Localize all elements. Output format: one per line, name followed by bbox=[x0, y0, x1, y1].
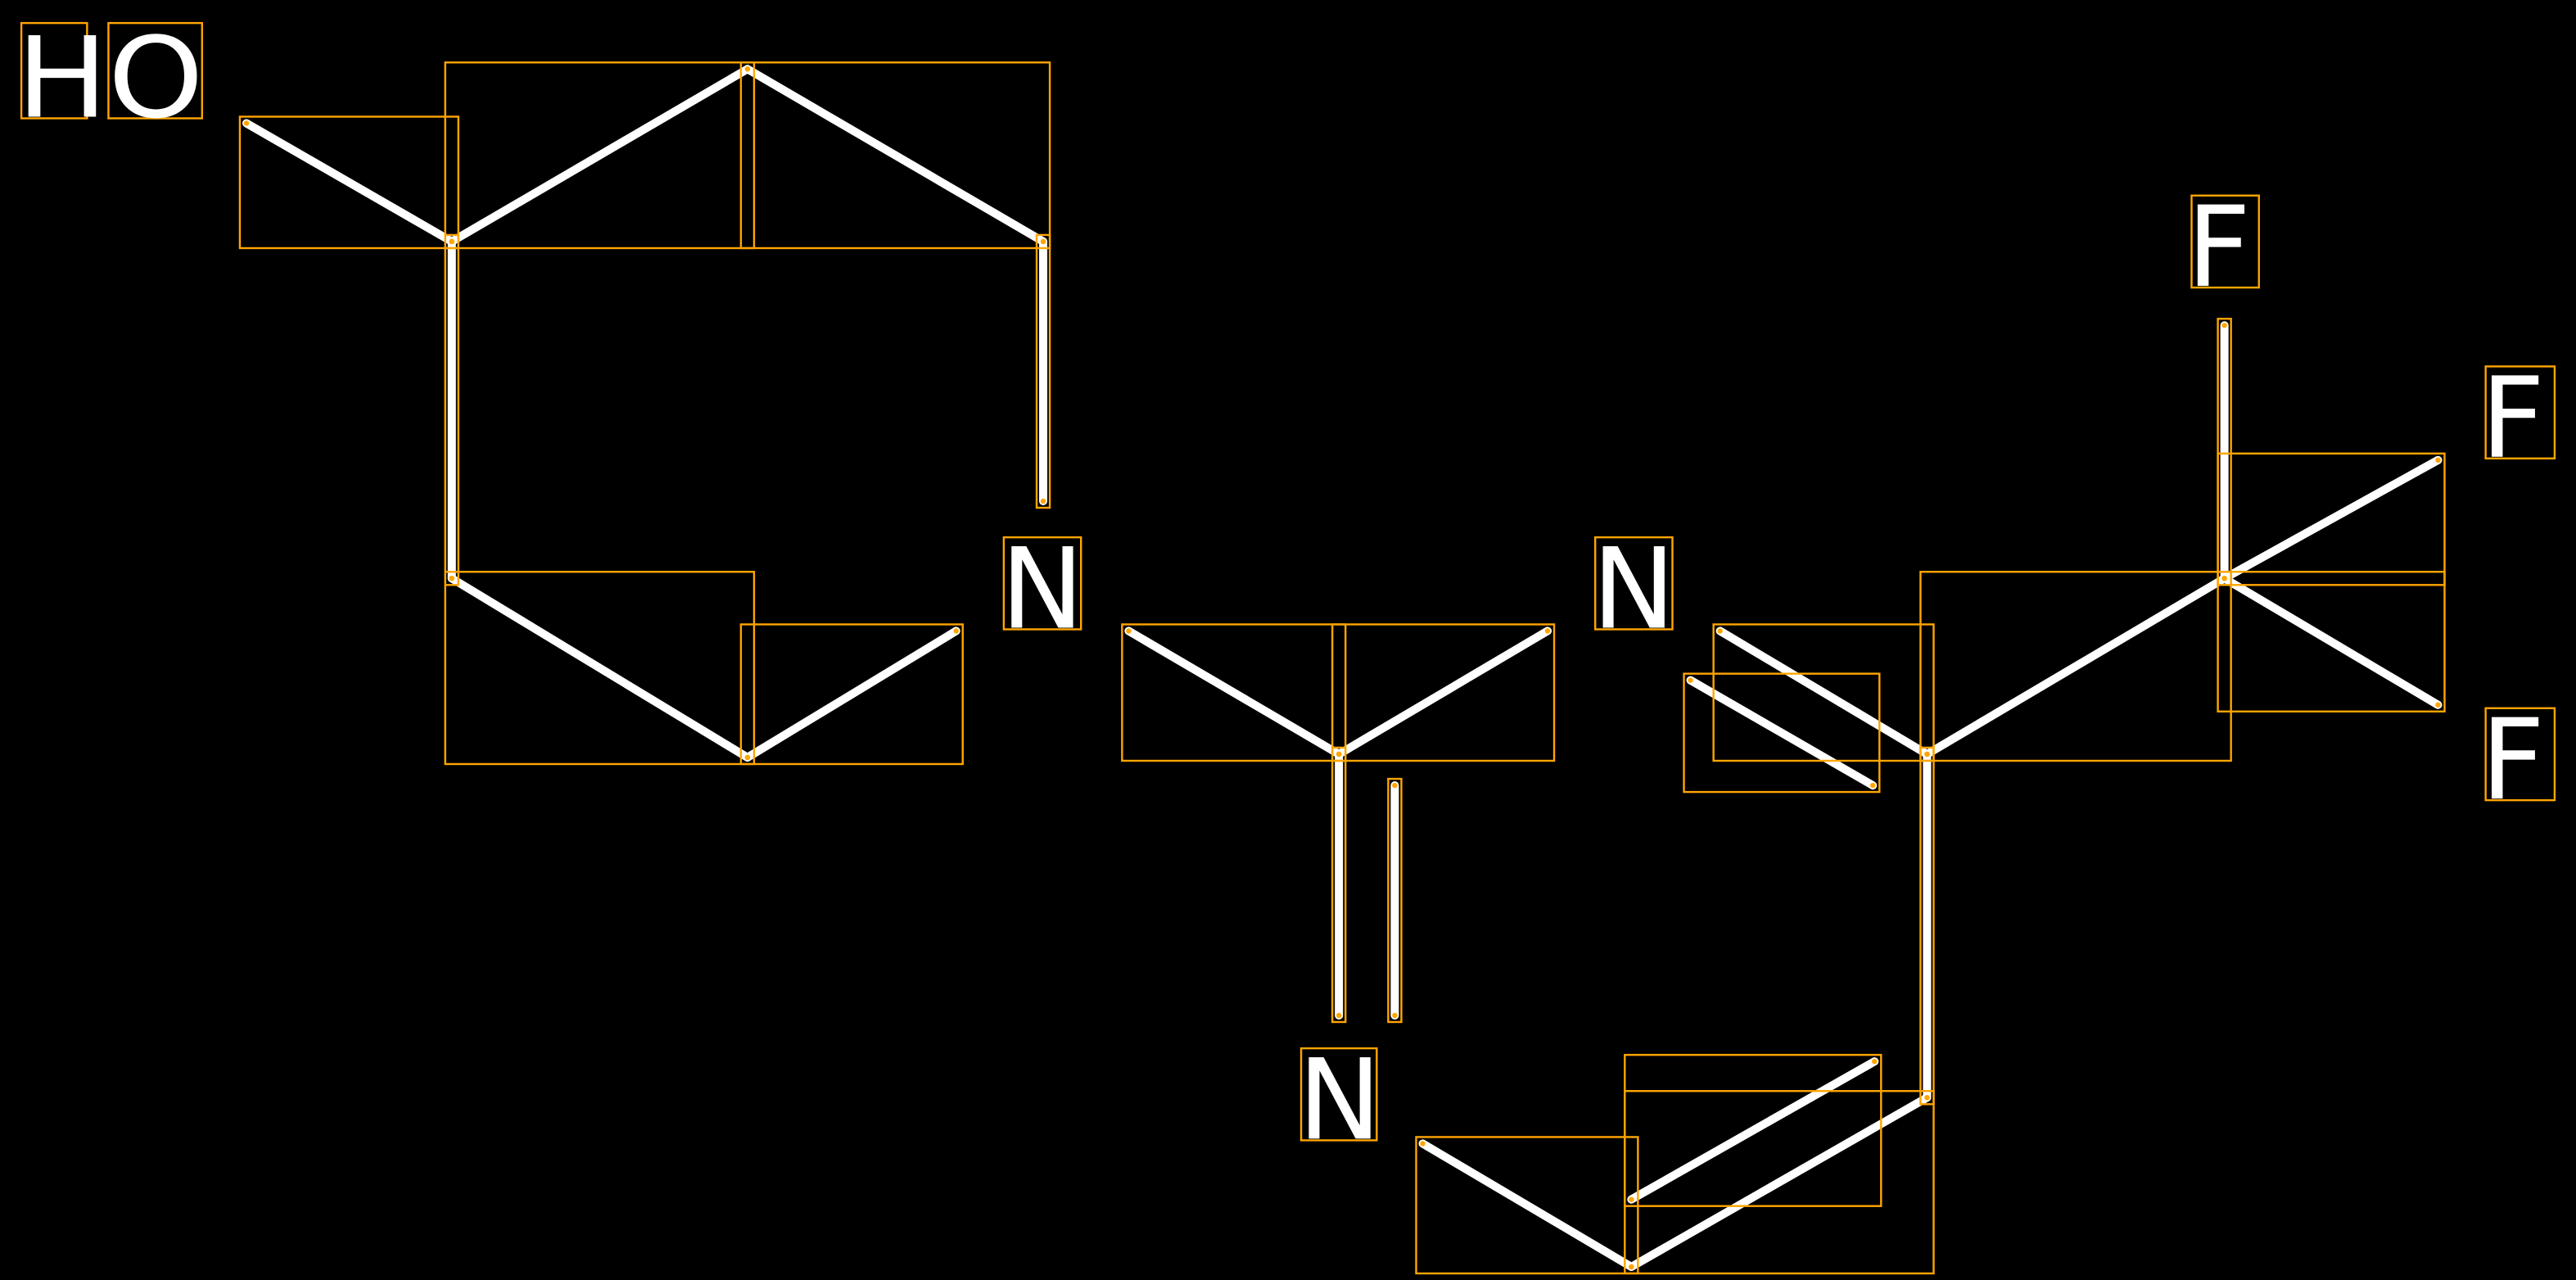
bond-bounding-box bbox=[1683, 672, 1881, 794]
bond-endpoint-marker bbox=[2435, 702, 2441, 708]
bond-endpoint-marker bbox=[1335, 1012, 1342, 1019]
bond-endpoint-marker bbox=[1924, 751, 1930, 758]
bond-endpoint-marker bbox=[1629, 1264, 1634, 1270]
label-bounding-box bbox=[1299, 1047, 1378, 1142]
bond-bounding-box bbox=[1919, 571, 2232, 762]
bond-bounding-box bbox=[1387, 777, 1403, 1024]
bond-line bbox=[2220, 574, 2443, 709]
atom-label-f: F bbox=[2481, 354, 2545, 484]
bond-endpoint-marker bbox=[449, 238, 454, 245]
bond-endpoint-marker bbox=[1392, 1012, 1398, 1019]
bond-endpoint-marker bbox=[2221, 576, 2227, 581]
bond-line bbox=[1715, 626, 1932, 758]
bond-bounding-box bbox=[444, 233, 459, 586]
bond-bounding-box bbox=[2217, 571, 2446, 712]
bond-line bbox=[1923, 574, 2229, 758]
atom-label-n: N bbox=[1001, 524, 1084, 654]
bond-endpoint-marker bbox=[1392, 782, 1398, 789]
bond-line bbox=[447, 65, 752, 246]
bond-bounding-box bbox=[1331, 746, 1347, 1024]
label-bounding-box bbox=[20, 21, 88, 120]
bond-endpoint-marker bbox=[243, 120, 250, 126]
bond-endpoint-marker bbox=[1629, 1196, 1634, 1202]
bond-endpoint-marker bbox=[1872, 1058, 1878, 1065]
atom-label-n: N bbox=[1592, 524, 1675, 654]
bond-line bbox=[1418, 1139, 1636, 1271]
atom-label-f: F bbox=[2186, 183, 2250, 313]
bond-bounding-box bbox=[1712, 623, 1935, 762]
bond-endpoint-marker bbox=[953, 628, 959, 634]
bond-bounding-box bbox=[739, 61, 1051, 250]
bond-endpoint-marker bbox=[1335, 751, 1342, 758]
bond-endpoint-marker bbox=[449, 576, 454, 581]
bond-bounding-box bbox=[739, 623, 964, 766]
bond-bounding-box bbox=[238, 115, 459, 250]
bond-endpoint-marker bbox=[2435, 457, 2441, 464]
bond-line bbox=[1124, 626, 1344, 758]
label-bounding-box bbox=[107, 21, 203, 120]
bond-endpoint-marker bbox=[1544, 628, 1551, 634]
bond-bounding-box bbox=[2217, 318, 2232, 586]
bond-line bbox=[447, 574, 752, 762]
label-bounding-box bbox=[2484, 365, 2556, 459]
bond-endpoint-marker bbox=[1040, 498, 1046, 504]
bond-line bbox=[2220, 455, 2443, 583]
bond-endpoint-marker bbox=[1126, 628, 1132, 634]
bond-line bbox=[1335, 626, 1552, 758]
bond-line bbox=[1627, 1093, 1932, 1271]
label-bounding-box bbox=[1002, 536, 1082, 631]
bond-endpoint-marker bbox=[1420, 1141, 1426, 1147]
bond-bounding-box bbox=[444, 571, 756, 766]
atom-labels-layer: HO N N N F F F bbox=[16, 13, 2545, 1165]
bond-endpoint-marker bbox=[1688, 677, 1693, 683]
bond-bounding-box bbox=[1919, 746, 1935, 1106]
bond-endpoint-marker bbox=[1870, 782, 1876, 789]
bond-endpoint-marker bbox=[1924, 1095, 1930, 1101]
bond-bounding-box bbox=[1331, 623, 1556, 762]
bond-line bbox=[1686, 676, 1878, 790]
bond-bounding-box bbox=[1035, 233, 1051, 509]
bond-line bbox=[743, 65, 1048, 246]
bond-endpoint-marker bbox=[1717, 628, 1723, 634]
label-bounding-box bbox=[1593, 536, 1674, 631]
label-bounding-box bbox=[2484, 707, 2556, 802]
bond-bounding-box bbox=[1121, 623, 1347, 762]
bond-line bbox=[743, 626, 960, 762]
bond-endpoint-marker bbox=[744, 754, 751, 761]
bond-endpoint-marker bbox=[2221, 323, 2227, 328]
atom-label-f: F bbox=[2481, 695, 2545, 825]
bond-line bbox=[242, 119, 456, 246]
bond-endpoint-marker bbox=[744, 66, 751, 72]
atom-label-n: N bbox=[1298, 1035, 1381, 1165]
bonds-layer bbox=[242, 65, 2443, 1271]
bond-line bbox=[1627, 1057, 1879, 1204]
atom-label-ho: HO bbox=[16, 13, 204, 143]
bond-bounding-box bbox=[444, 61, 756, 250]
bond-bounding-box bbox=[1624, 1053, 1882, 1207]
bond-endpoint-marker bbox=[1040, 238, 1046, 245]
annotation-boxes-layer bbox=[20, 21, 2556, 1275]
label-bounding-box bbox=[2190, 194, 2260, 289]
